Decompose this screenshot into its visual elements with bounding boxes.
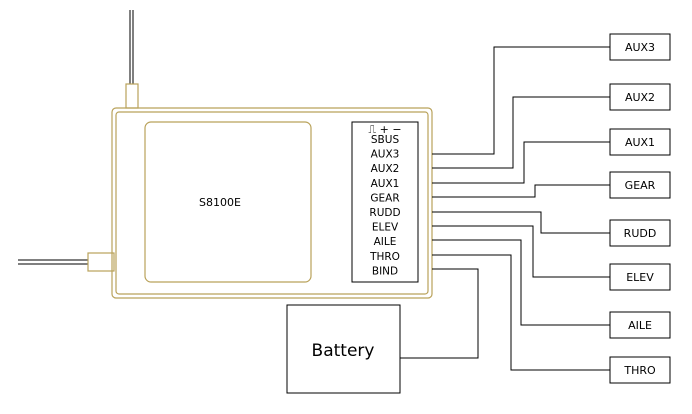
channel-box-aile: AILE <box>609 311 671 339</box>
channel-box-aux1: AUX1 <box>609 128 671 156</box>
channel-box-rudd: RUDD <box>609 219 671 247</box>
wire-gear <box>432 184 610 198</box>
port-label-sbus: SBUS <box>371 134 400 146</box>
channel-label-gear: GEAR <box>625 179 656 192</box>
port-label-aile: AILE <box>374 236 397 248</box>
channel-label-thro: THRO <box>623 364 656 377</box>
receiver-model-label: S8100E <box>199 196 241 209</box>
port-label-gear: GEAR <box>370 192 399 204</box>
wire-thro <box>432 254 610 371</box>
channel-label-aux1: AUX1 <box>625 136 655 149</box>
port-label-aux3: AUX3 <box>371 149 400 161</box>
wire-aux1 <box>432 141 610 184</box>
wire-aux2 <box>432 96 610 169</box>
channel-label-aile: AILE <box>628 319 652 332</box>
channel-box-thro: THRO <box>609 356 671 384</box>
port-label-thro: THRO <box>369 251 400 263</box>
port-label-elev: ELEV <box>372 222 399 234</box>
receiver-body <box>111 107 433 299</box>
channel-box-aux2: AUX2 <box>609 83 671 111</box>
wire-battery <box>400 268 479 359</box>
battery-label: Battery <box>312 341 375 361</box>
side-antenna <box>18 252 115 272</box>
channel-box-aux3: AUX3 <box>609 33 671 61</box>
channel-box-elev: ELEV <box>609 263 671 291</box>
wire-rudd <box>432 211 610 234</box>
channel-box-gear: GEAR <box>609 171 671 199</box>
pin-header-symbols: ⎍ + − <box>368 123 401 136</box>
wire-elev <box>432 225 610 278</box>
wires <box>400 46 610 371</box>
port-label-bind: BIND <box>372 265 398 277</box>
channel-label-rudd: RUDD <box>624 227 657 240</box>
channel-label-elev: ELEV <box>626 271 654 284</box>
channel-label-aux2: AUX2 <box>625 91 655 104</box>
wire-aile <box>432 239 610 326</box>
channel-label-aux3: AUX3 <box>625 41 655 54</box>
battery-box <box>286 304 401 394</box>
port-label-rudd: RUDD <box>369 207 400 219</box>
port-label-aux1: AUX1 <box>371 178 400 190</box>
port-label-aux2: AUX2 <box>371 163 400 175</box>
wire-aux3 <box>432 46 610 155</box>
top-antenna <box>125 10 139 109</box>
